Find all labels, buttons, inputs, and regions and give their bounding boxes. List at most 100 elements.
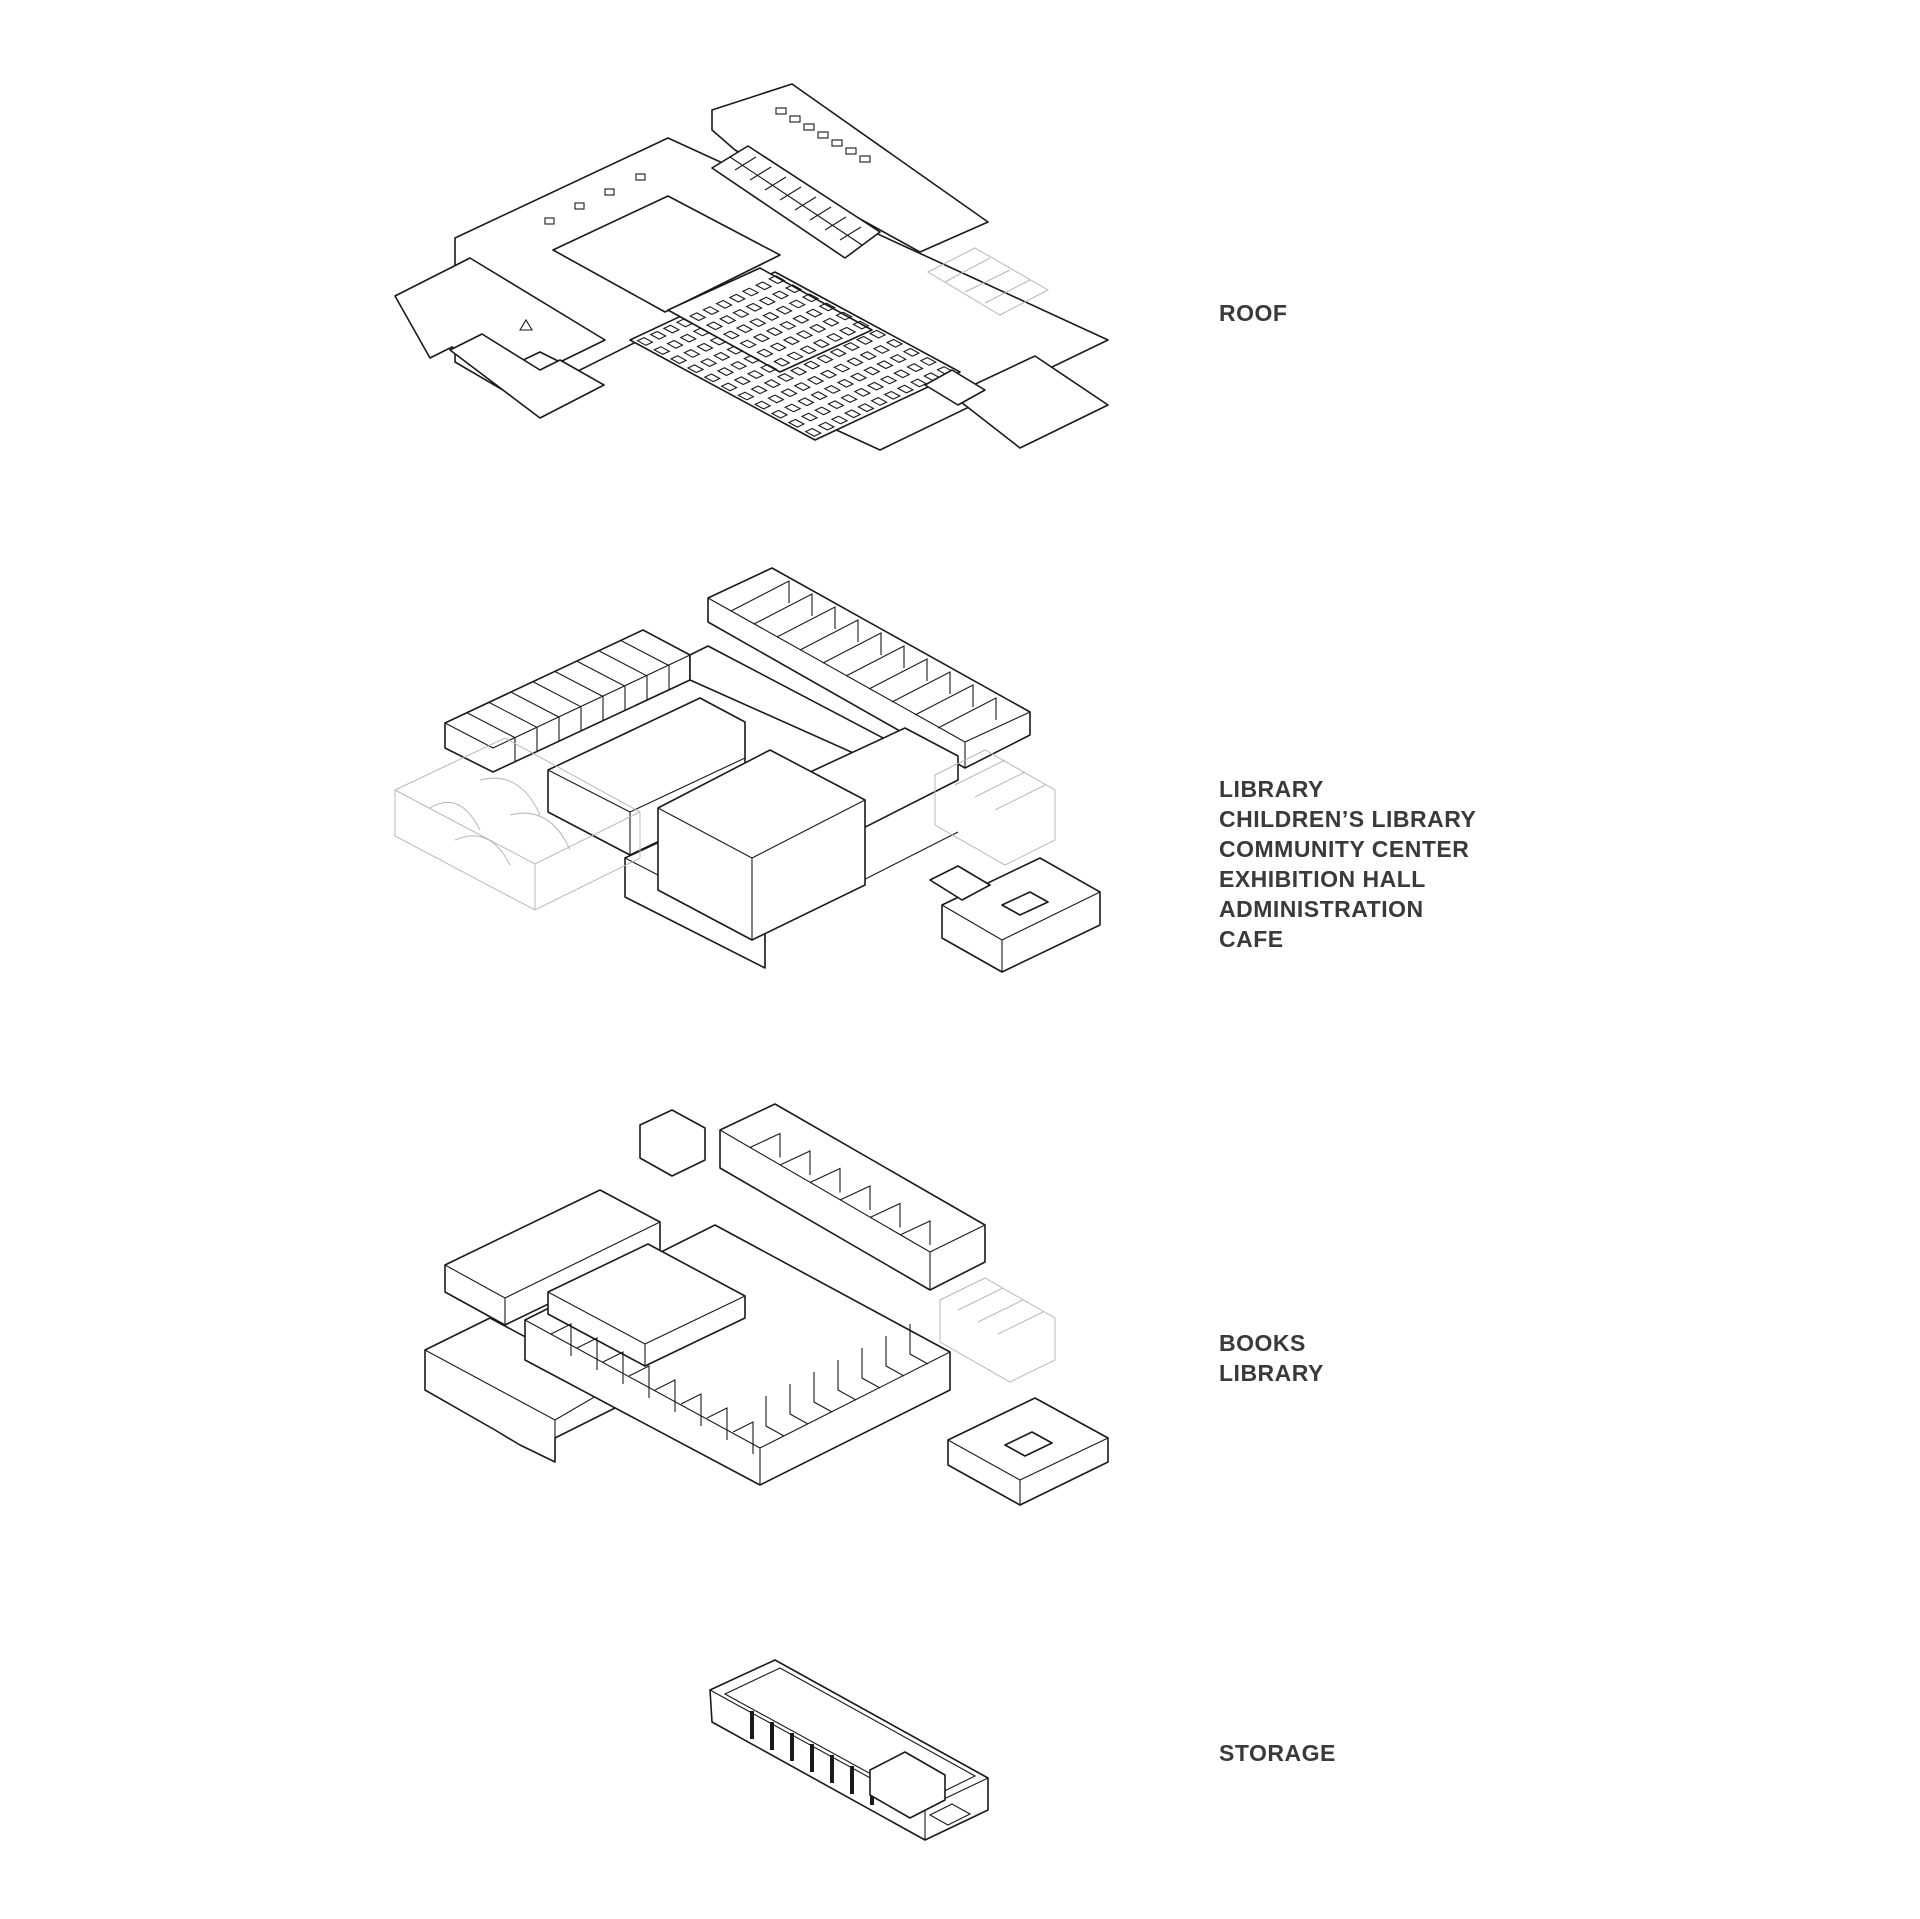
basement-partition <box>809 1167 841 1193</box>
basement-partition <box>628 1365 650 1398</box>
storage-stair <box>928 1803 972 1826</box>
basement-northwest-wing-top <box>444 1221 661 1325</box>
basement-partition <box>813 1372 833 1413</box>
ground-northeast-partition <box>914 684 974 716</box>
ground-northeast-partition <box>776 606 836 638</box>
roof-skylight-coffer <box>773 357 791 367</box>
level-label: ROOF <box>1219 300 1288 326</box>
roof-skylight-coffer <box>792 314 810 324</box>
ground-office-partition <box>488 701 538 752</box>
ground-northeast-partitions <box>730 580 997 729</box>
roof-skylight-coffer <box>741 287 760 297</box>
roof-gable-ridge <box>729 156 863 246</box>
basement-partition <box>576 1337 598 1370</box>
ground-office-partitions <box>466 640 670 762</box>
roof-skylight-coffer <box>827 400 845 410</box>
basement-partition <box>680 1393 702 1426</box>
roof-skylight-coffer <box>819 369 838 379</box>
roof-skylight-coffer <box>653 346 671 356</box>
roof-plan-drawing <box>394 83 1109 451</box>
basement-reading-room-top <box>547 1291 746 1366</box>
roof-skylight-coffer <box>823 384 842 394</box>
roof-skylight-coffer <box>817 421 836 431</box>
storage-service-rooms <box>869 1751 946 1819</box>
roof-skylight-coffer <box>768 275 786 285</box>
roof-skylight-coffer <box>853 387 872 397</box>
roof-skylight-coffer <box>778 320 797 330</box>
ground-exhibition-hall-cube <box>657 749 866 941</box>
ground-office-partition <box>598 650 648 700</box>
roof-skylight-coffer <box>808 323 827 333</box>
roof-skylight-coffer <box>775 305 793 315</box>
basement-partition <box>885 1336 905 1377</box>
storage-pier <box>850 1766 854 1794</box>
roof-skylight-coffer <box>759 363 778 373</box>
roof-skylight-coffer <box>720 382 738 392</box>
basement-partition <box>732 1421 754 1454</box>
basement-partitions <box>550 1132 931 1454</box>
roof-skylight-coffer <box>752 333 771 343</box>
ground-northeast-wing <box>707 567 1031 769</box>
basement-pergola-ghost <box>939 1277 1056 1383</box>
roof-skylight-coffer <box>889 354 907 364</box>
roof-skylight-coffer <box>782 336 801 346</box>
roof-skylight-coffer <box>756 348 774 358</box>
roof-skylight-coffer <box>753 400 772 410</box>
ground-northeast-partition <box>730 580 790 612</box>
roof-cafe-link <box>924 369 986 406</box>
roof-gable-hatching <box>734 156 862 241</box>
roof-skylight-coffer <box>686 364 705 374</box>
storage-pier <box>830 1755 834 1783</box>
basement-partition <box>839 1185 871 1210</box>
roof-skylight-coffer <box>729 360 748 370</box>
roof-skylight-coffer <box>783 403 802 413</box>
roof-northeast-wing <box>711 83 989 253</box>
basement-partition <box>909 1324 929 1365</box>
basement-partition <box>706 1407 728 1440</box>
roof-skylight-coffer <box>789 366 808 376</box>
ground-northeast-wing-top <box>707 597 1031 768</box>
roof-skylight-coffer <box>733 376 752 386</box>
basement-partition <box>602 1351 624 1384</box>
storage-floor-drawing <box>709 1659 989 1841</box>
roof-skylight-coffer <box>675 318 694 328</box>
level-label: BOOKS <box>1219 1330 1306 1356</box>
roof-skylight-coffer <box>799 345 817 355</box>
roof-skylight-coffer <box>795 330 814 340</box>
ground-exhibition-hall-top <box>657 799 866 940</box>
roof-skylight-coffer <box>829 348 847 358</box>
ground-cafe-link <box>929 865 991 901</box>
roof-skylight-coffer <box>810 391 828 401</box>
roof-skylight-coffer <box>836 378 855 388</box>
ground-childrens-library-ghost <box>394 737 641 911</box>
roof-skylight-coffer <box>709 336 727 346</box>
roof-skylight-coffer <box>722 330 741 340</box>
roof-cafe-pavilion <box>951 355 1109 449</box>
roof-skylight-coffer <box>852 320 870 330</box>
ground-office-partition <box>554 671 604 721</box>
roof-west-wing <box>394 257 606 373</box>
roof-skylight-coffer <box>883 390 902 400</box>
level-label: COMMUNITY CENTER <box>1219 836 1470 862</box>
roof-skylight-coffer <box>805 308 823 318</box>
level-label: LIBRARY <box>1219 776 1324 802</box>
roof-skylight-coffer <box>636 336 654 346</box>
level-label: CAFE <box>1219 926 1284 952</box>
roof-skylight-coffer <box>715 299 733 309</box>
level-label: EXHIBITION HALL <box>1219 866 1426 892</box>
basement-northeast-wing-top <box>719 1129 986 1290</box>
roof-skylight-coffer <box>763 379 782 389</box>
roof-skylight-coffer <box>801 293 820 303</box>
level-label: STORAGE <box>1219 1740 1336 1766</box>
roof-small-skylights-northeast <box>775 107 871 163</box>
roof-skylight-coffer <box>666 339 684 349</box>
roof-pergola-ghost <box>926 247 1050 316</box>
ground-northeast-partition <box>937 697 997 729</box>
storage-inner-wall <box>723 1667 977 1803</box>
ground-office-partition <box>510 691 560 742</box>
roof-west-lower-wing <box>449 333 605 419</box>
roof-skylight-coffer <box>885 338 904 348</box>
roof-skylight-coffer <box>718 315 737 325</box>
roof-skylight-coffer <box>833 363 851 373</box>
